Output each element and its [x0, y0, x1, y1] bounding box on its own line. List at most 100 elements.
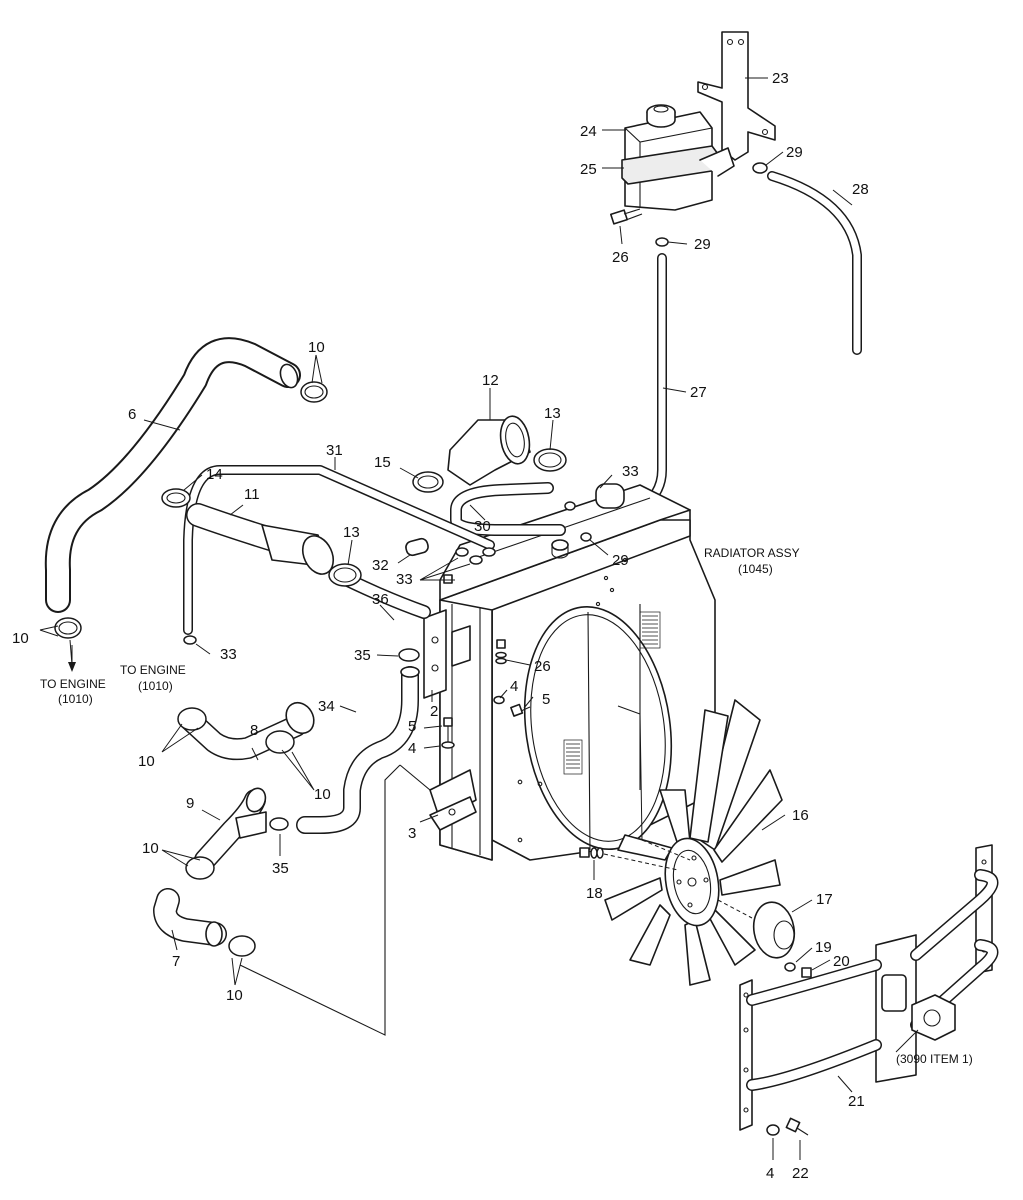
bolt-5-side — [510, 703, 531, 717]
to-engine-mid-title: TO ENGINE — [120, 663, 186, 677]
hose-34 — [296, 666, 420, 834]
tank-bracket — [697, 31, 776, 161]
callout-4-a: 4 — [510, 678, 518, 695]
washer-4-side — [493, 695, 505, 705]
callout-13-a: 13 — [544, 405, 561, 422]
washer-4-mount — [441, 741, 455, 749]
callout-10-b: 10 — [12, 630, 29, 647]
to-engine-arrow — [68, 645, 76, 672]
clamp-13-upper — [533, 448, 567, 472]
callout-24: 24 — [580, 123, 597, 140]
callout-4-c: 4 — [766, 1165, 774, 1182]
clamp-29-radiator — [580, 532, 592, 542]
callout-21: 21 — [848, 1093, 865, 1110]
callout-29-c: 29 — [612, 552, 629, 569]
hose-8 — [177, 701, 315, 761]
callout-29-b: 29 — [694, 236, 711, 253]
pipe-30 — [450, 482, 566, 536]
callout-2: 2 — [430, 703, 438, 720]
callout-6: 6 — [128, 406, 136, 423]
to-engine-left-ref: (1010) — [58, 692, 93, 706]
callout-14: 14 — [206, 466, 223, 483]
bolt-22 — [785, 1117, 809, 1136]
clamp-35-upper — [398, 648, 420, 662]
drain-line — [239, 764, 431, 1036]
callout-12: 12 — [482, 372, 499, 389]
callout-35-b: 35 — [272, 860, 289, 877]
nut-20 — [801, 967, 812, 978]
fittings-33-cluster — [443, 547, 496, 584]
bypass-hose-31 — [183, 465, 495, 635]
callout-10-c: 10 — [138, 753, 155, 770]
spacer-17 — [717, 899, 796, 959]
clamp-10-left — [54, 617, 82, 639]
callout-33-a: 33 — [622, 463, 639, 480]
callout-18: 18 — [586, 885, 603, 902]
bolt-5-mount — [443, 717, 453, 742]
callout-23: 23 — [772, 70, 789, 87]
callout-25: 25 — [580, 161, 597, 178]
bolt-26-radiator — [495, 639, 507, 665]
callout-10-d: 10 — [314, 786, 331, 803]
clamp-35-lower — [269, 817, 289, 831]
clamp-10-top — [300, 381, 328, 403]
fan-guard-21 — [739, 844, 999, 1131]
elbow-hose-12 — [447, 415, 531, 486]
fan-shroud — [491, 509, 716, 861]
pipe-36 — [341, 573, 431, 619]
to-engine-left-title: TO ENGINE — [40, 677, 106, 691]
fan-bolt-18 — [579, 847, 679, 871]
callout-11: 11 — [244, 486, 260, 503]
callout-31: 31 — [326, 442, 343, 459]
callout-33-c: 33 — [220, 646, 237, 663]
callout-34: 34 — [318, 698, 335, 715]
radiator-assy-ref: (1045) — [738, 562, 773, 576]
clamp-29-lower — [655, 237, 669, 247]
tee-hose-9 — [185, 787, 267, 880]
clamp-15 — [412, 471, 444, 493]
callout-4-b: 4 — [408, 740, 416, 757]
guard-fan-motor — [911, 994, 956, 1041]
clamp-14 — [161, 488, 191, 508]
mount-bracket-2 — [423, 609, 471, 699]
callout-22: 22 — [792, 1165, 809, 1182]
callout-30: 30 — [474, 518, 491, 535]
callout-5-a: 5 — [542, 691, 550, 708]
callout-5-b: 5 — [408, 718, 416, 735]
callout-7: 7 — [172, 953, 180, 970]
guard-ref-note: (3090 ITEM 1) — [896, 1052, 973, 1066]
fan-center-pointer — [617, 705, 691, 861]
radiator-assy-title: RADIATOR ASSY — [704, 546, 800, 560]
callout-28: 28 — [852, 181, 869, 198]
to-engine-mid-ref: (1010) — [138, 679, 173, 693]
callout-16: 16 — [792, 807, 809, 824]
callout-15: 15 — [374, 454, 391, 471]
outlet-stub-33 — [564, 483, 625, 511]
clamp-13-lower — [328, 563, 362, 587]
callout-9: 9 — [186, 795, 194, 812]
clamp-29-upper — [752, 162, 768, 174]
callout-33-b: 33 — [396, 571, 413, 588]
callout-26-a: 26 — [612, 249, 629, 266]
fan-16 — [604, 699, 783, 986]
callout-35-a: 35 — [354, 647, 371, 664]
lower-hose-11 — [186, 503, 335, 575]
callout-13-b: 13 — [343, 524, 360, 541]
shroud-vent-lower — [563, 739, 583, 775]
fitting-33-small — [183, 635, 197, 645]
plug-32 — [405, 537, 429, 557]
callout-3: 3 — [408, 825, 416, 842]
washer-4-guard — [766, 1124, 780, 1136]
tank-screw-26 — [609, 208, 643, 225]
callout-26-b: 26 — [534, 658, 551, 675]
text-notes: RADIATOR ASSY (1045) TO ENGINE (1010) TO… — [40, 546, 973, 1066]
callout-10-f: 10 — [226, 987, 243, 1004]
upper-hose-6 — [44, 337, 301, 613]
callout-17: 17 — [816, 891, 833, 908]
lower-mount-3 — [429, 769, 477, 831]
callout-10-a: 10 — [308, 339, 325, 356]
callout-20: 20 — [833, 953, 850, 970]
callout-27: 27 — [690, 384, 707, 401]
leader-lines — [39, 77, 919, 1160]
